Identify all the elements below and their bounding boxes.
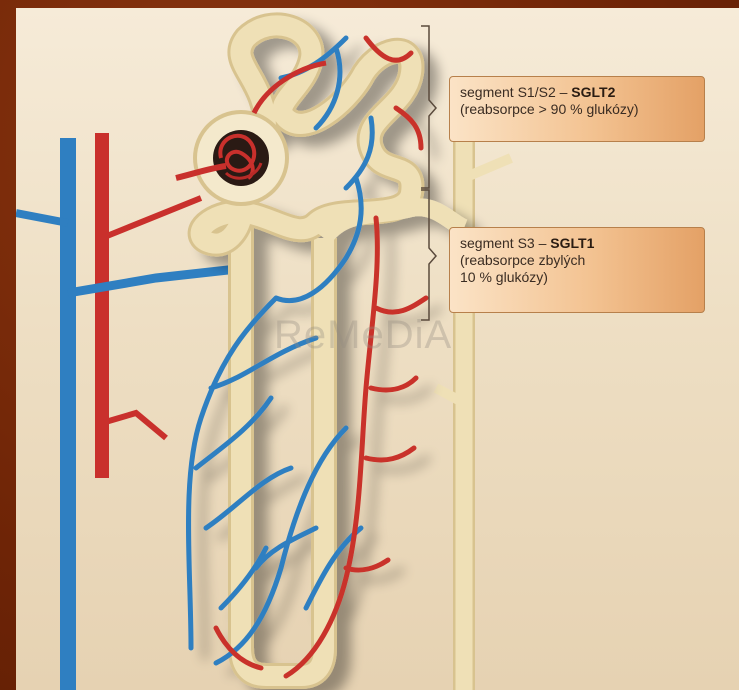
nephron-illustration: ReMeDiA segment S1/S2 – SGLT2 (reabsorpc… bbox=[16, 8, 739, 690]
sglt2-label: SGLT2 bbox=[571, 84, 615, 100]
segment-s1s2-label: segment S1/S2 – SGLT2 (reabsorpce > 90 %… bbox=[449, 76, 705, 142]
segment-s3-description-line2: 10 % glukózy) bbox=[460, 269, 694, 286]
segment-s3-prefix: segment S3 – bbox=[460, 235, 550, 251]
segment-s1s2-title: segment S1/S2 – SGLT2 bbox=[460, 84, 694, 101]
segment-s1s2-prefix: segment S1/S2 – bbox=[460, 84, 571, 100]
watermark: ReMeDiA bbox=[274, 313, 452, 358]
segment-s1s2-description: (reabsorpce > 90 % glukózy) bbox=[460, 101, 694, 118]
segment-s3-label: segment S3 – SGLT1 (reabsorpce zbylých 1… bbox=[449, 227, 705, 313]
segment-s3-title: segment S3 – SGLT1 bbox=[460, 235, 694, 252]
segment-s3-description-line1: (reabsorpce zbylých bbox=[460, 252, 694, 269]
sglt1-label: SGLT1 bbox=[550, 235, 594, 251]
